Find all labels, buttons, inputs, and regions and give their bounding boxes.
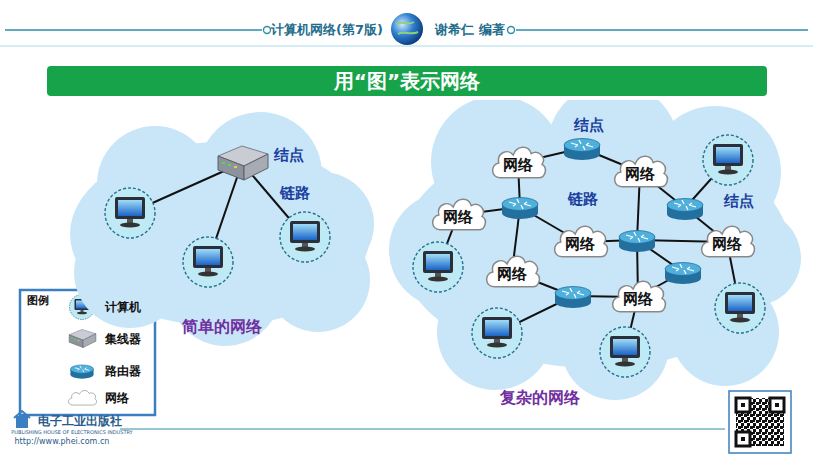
legend-row: 路由器 [105,363,141,380]
network-cloud-small: 网络 [428,195,488,235]
link-label: 链路 [280,184,310,203]
qr-code [729,391,791,453]
link-label: 链路 [566,190,600,209]
legend-text: 路由器 [105,363,141,380]
legend-text: 计算机 [105,299,141,316]
network-label: 网络 [712,235,742,254]
label-wrap: 结点 [722,192,756,211]
label-wrap: 图例 [27,293,49,308]
network-cloud-small: 网络 [550,222,610,262]
network-label: 网络 [625,165,655,184]
publisher-name: 电子工业出版社 [38,413,122,430]
header-title: 计算机网络(第7版) [271,21,383,39]
caption-wrap: 复杂的网络 [500,388,580,409]
legend-text: 集线器 [105,331,141,348]
title-banner: 用“图”表示网络 [47,66,767,96]
label-wrap: http://www.phei.com.cn [15,437,110,446]
network-label: 网络 [565,235,595,254]
network-label: 网络 [497,265,527,284]
network-cloud-small: 网络 [697,222,757,262]
label-wrap: 结点 [572,116,606,135]
network-cloud: 复杂的网络网络网络网络网络网络网络网络 [385,100,805,412]
network-caption: 简单的网络 [182,317,262,338]
node-label: 结点 [274,146,304,165]
legend-row: 网络 [105,390,129,407]
legend-row: 计算机 [105,299,141,316]
title-text: 用“图”表示网络 [334,68,480,95]
network-cloud-small: 网络 [608,277,668,317]
label-wrap: 链路 [566,190,600,209]
legend-heading: 图例 [27,293,49,308]
label-wrap: 结点 [274,146,304,165]
label-wrap: 链路 [280,184,310,203]
label-wrap: 谢希仁 编著 [435,21,505,39]
caption-wrap: 简单的网络 [182,317,262,338]
publisher-url: http://www.phei.com.cn [15,437,110,446]
legend-text: 网络 [105,390,129,407]
label-wrap: PUBLISHING HOUSE OF ELECTRONICS INDUSTRY [11,429,132,435]
legend-box [20,290,155,415]
publisher-english: PUBLISHING HOUSE OF ELECTRONICS INDUSTRY [11,429,132,435]
network-cloud-small: 网络 [488,143,548,183]
label-wrap: 计算机网络(第7版) [271,21,383,39]
legend-row: 集线器 [105,331,141,348]
network-label: 网络 [443,208,473,227]
publisher-logo [14,411,725,429]
label-wrap: 电子工业出版社 [38,413,122,430]
network-cloud-small: 网络 [610,152,670,192]
header-author: 谢希仁 编著 [435,21,505,39]
node-label: 结点 [722,192,756,211]
network-label: 网络 [503,156,533,175]
network-cloud-small: 网络 [482,252,542,292]
network-label: 网络 [623,290,653,309]
network-caption: 复杂的网络 [500,388,580,409]
node-label: 结点 [572,116,606,135]
